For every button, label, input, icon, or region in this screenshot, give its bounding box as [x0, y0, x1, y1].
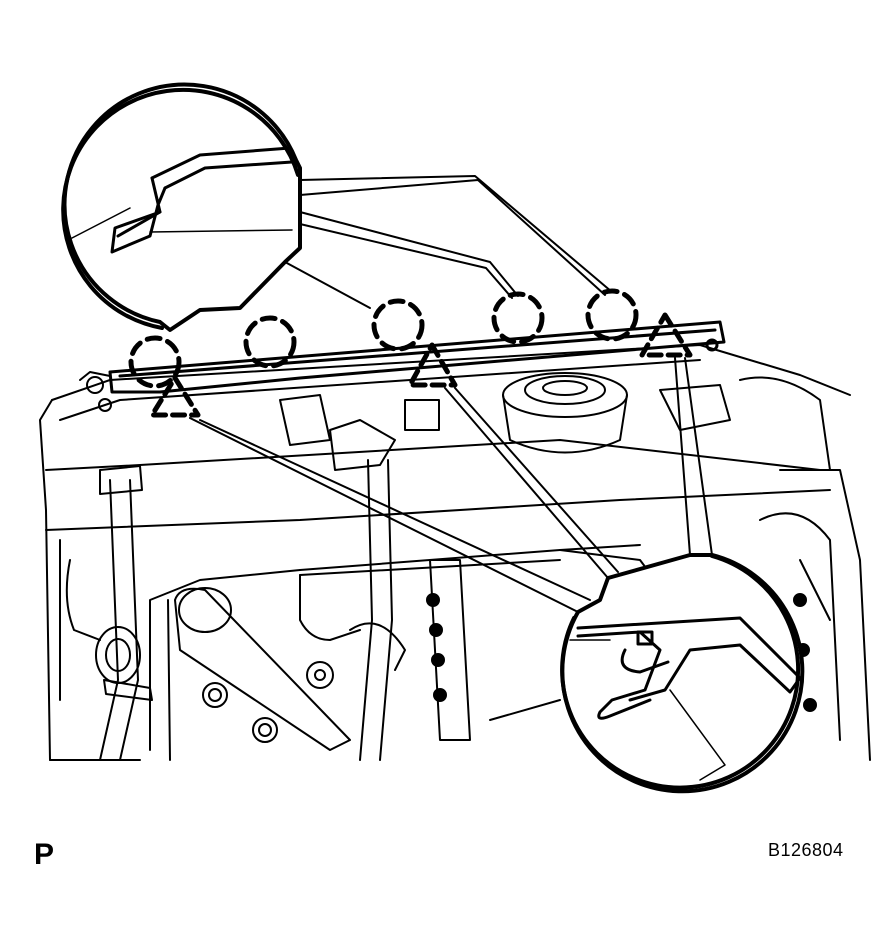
magnifier-claw-detail: [560, 553, 805, 794]
claw-triangle-1: [149, 375, 201, 418]
figure-code: B126804: [768, 840, 844, 860]
leader-lines: [189, 175, 713, 613]
clip-circle-2: [243, 315, 297, 369]
top-cover-molding: [108, 320, 726, 394]
clip-detail-thin-lines: [71, 207, 293, 239]
speaker: [502, 372, 628, 454]
claw-locations: [149, 312, 693, 418]
claw-detail-thin-lines: [569, 639, 726, 781]
clip-circle-4: [491, 291, 545, 345]
magnifier-clip-detail: [61, 82, 302, 332]
clip-circle-3: [371, 298, 425, 352]
claw-triangle-3: [639, 312, 693, 358]
clip-detail-drawing: [110, 146, 294, 254]
seat-belt-left: [99, 465, 153, 761]
tray-brackets: [79, 371, 831, 471]
page-marker: P: [34, 838, 55, 871]
claw-triangle-2: [407, 342, 458, 388]
seat-belt-center: [329, 419, 406, 761]
clip-locations: [128, 288, 639, 389]
clip-circle-1: [128, 335, 182, 389]
claw-detail-drawing: [576, 616, 802, 720]
